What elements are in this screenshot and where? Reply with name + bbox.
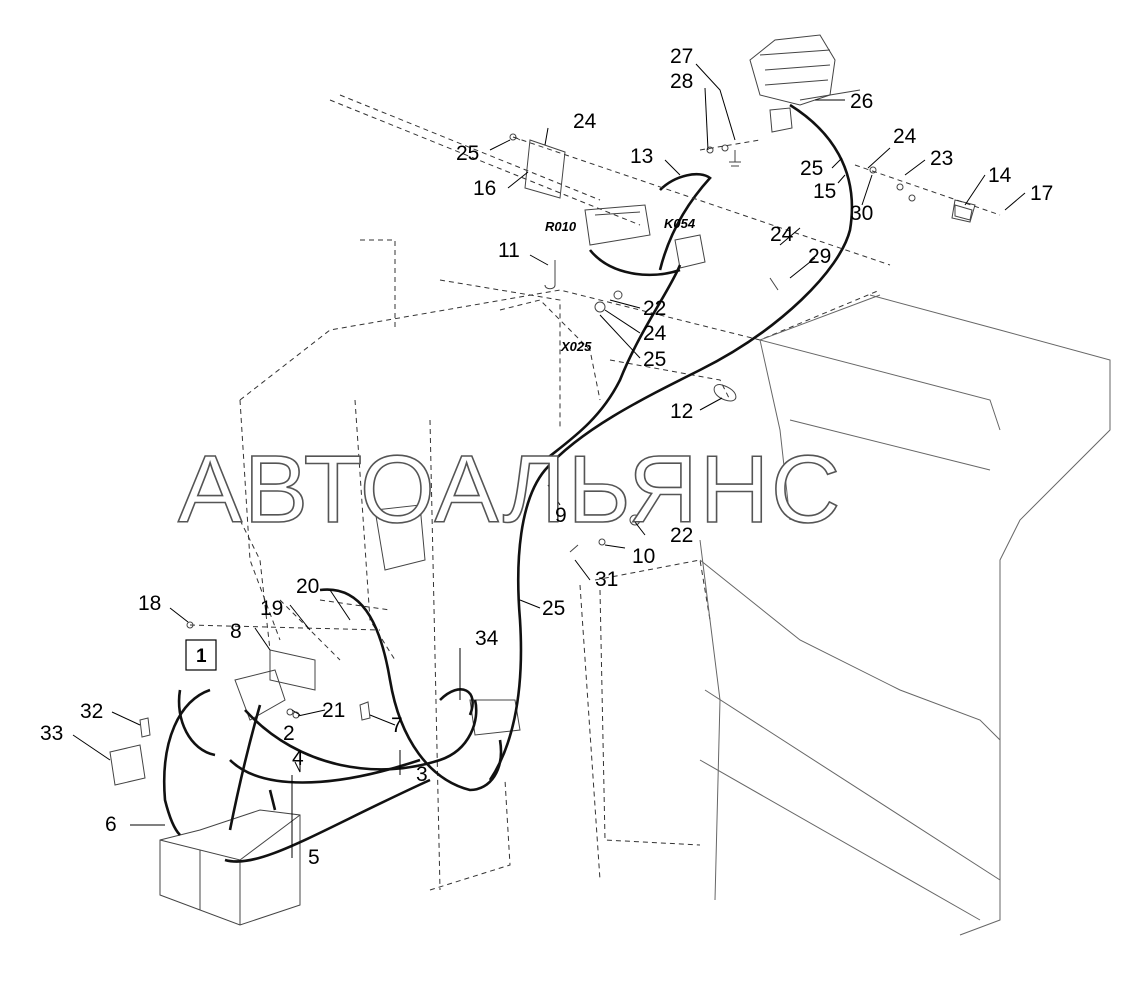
relay-k054	[674, 234, 706, 269]
part-label: 27	[670, 45, 693, 68]
part-label: 24	[893, 125, 917, 148]
machine-frame	[159, 94, 1111, 936]
connector-label-k054: K054	[664, 216, 696, 231]
part-label: 6	[105, 813, 117, 836]
alternator-icon	[749, 34, 861, 133]
part-label: 30	[850, 202, 873, 225]
callout-box-1: 1	[185, 639, 217, 671]
part-label: 22	[670, 524, 693, 547]
callout-box-label: 1	[196, 646, 207, 667]
part-label: 25	[800, 157, 823, 180]
part-label: 23	[930, 147, 953, 170]
part-label: 4	[292, 747, 304, 770]
part-label: 28	[670, 70, 693, 93]
part-label: 19	[260, 597, 283, 620]
part-label: 21	[322, 699, 345, 722]
part-label: 26	[850, 90, 873, 113]
watermark-text: АВТОАЛЬЯНС	[178, 436, 842, 543]
part-label: 5	[308, 846, 320, 869]
battery-switch-icon	[234, 669, 286, 721]
part-label: 31	[595, 568, 618, 591]
part-label: 8	[230, 620, 242, 643]
cable-harness	[162, 103, 854, 863]
part-label: 12	[670, 400, 693, 423]
part-label: 34	[475, 627, 499, 650]
part-label: 18	[138, 592, 161, 615]
part-label: 25	[542, 597, 565, 620]
part-label: 10	[632, 545, 655, 568]
part-label: 17	[1030, 182, 1053, 205]
part-label: 16	[473, 177, 496, 200]
leader-lines	[72, 63, 1026, 858]
part-label: 15	[813, 180, 836, 203]
connector-label-x025: X025	[560, 339, 592, 354]
part-label: 24	[643, 322, 667, 345]
connector-label-r010: R010	[545, 219, 577, 234]
part-label: 25	[643, 348, 666, 371]
part-label: 3	[416, 763, 428, 786]
part-label: 24	[573, 110, 597, 133]
part-label: 33	[40, 722, 63, 745]
valve-block-icon	[374, 504, 426, 571]
part-label: 7	[391, 714, 403, 737]
part-label: 11	[498, 239, 520, 262]
part-labels: 27 28 26 24 25 13 16 24 25 23 14 17 15 3…	[40, 45, 1053, 869]
part-label: 25	[456, 142, 479, 165]
part-label: 32	[80, 700, 103, 723]
part-label: 29	[808, 245, 831, 268]
hardware-parts	[109, 133, 973, 786]
part-label: 24	[770, 223, 794, 246]
part-label: 22	[643, 297, 666, 320]
part-label: 20	[296, 575, 319, 598]
part-label: 9	[555, 504, 567, 527]
part-label: 2	[283, 722, 295, 745]
part-label: 13	[630, 145, 653, 168]
assembly-lines	[189, 136, 1001, 661]
relay-module-r010	[584, 204, 651, 246]
part-label: 14	[988, 164, 1012, 187]
